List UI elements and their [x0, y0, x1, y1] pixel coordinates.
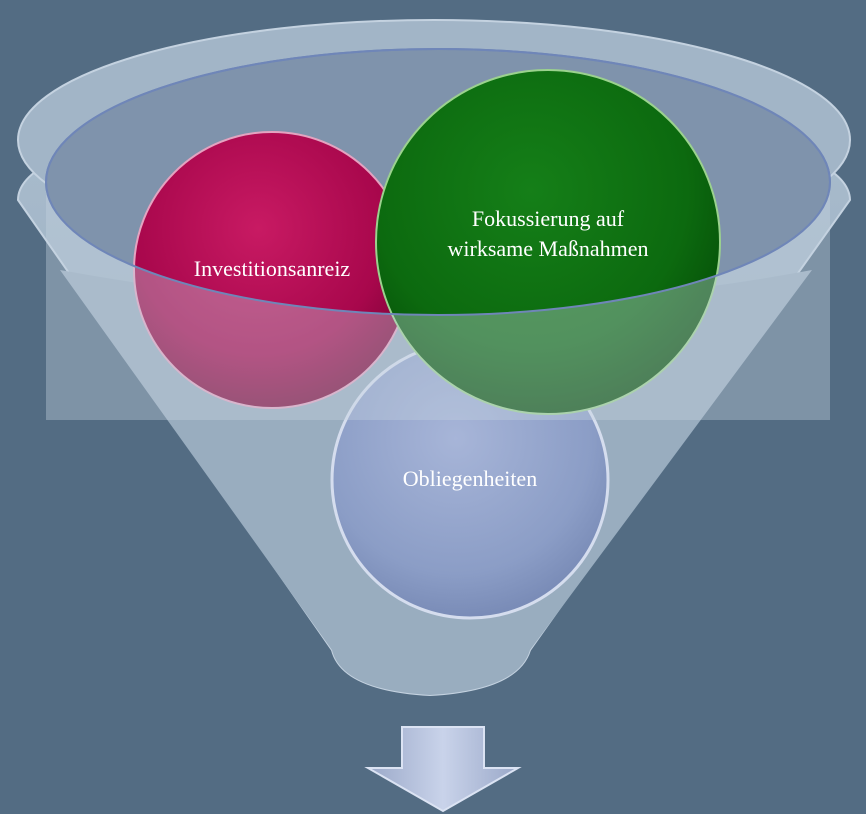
label-fokussierung-line-2: wirksame Maßnahmen [448, 236, 649, 261]
circle-fokussierung [375, 69, 721, 415]
label-fokussierung-line-1: Fokussierung auf [472, 206, 625, 231]
funnel-glass-overlay [46, 182, 830, 420]
down-arrow-icon [364, 726, 522, 813]
funnel-rim-line [45, 48, 831, 316]
label-obliegenheiten: Obliegenheiten [403, 466, 537, 491]
label-investitionsanreiz: Investitionsanreiz [194, 256, 351, 281]
